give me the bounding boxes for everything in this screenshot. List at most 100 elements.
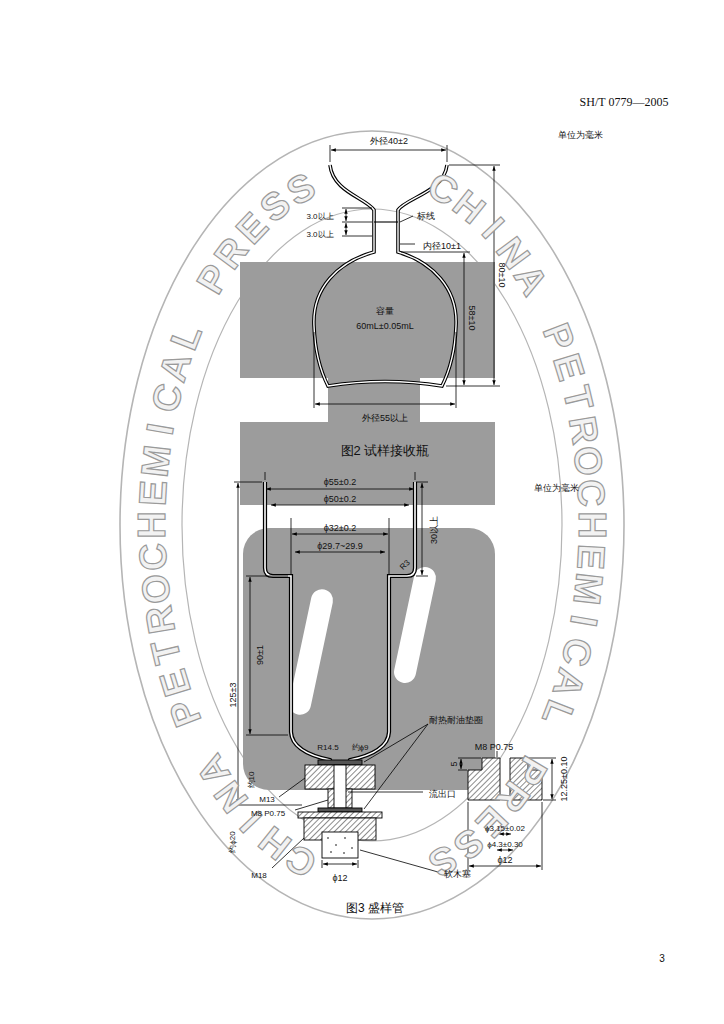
standard-number: SH/T 0779—2005 (580, 95, 669, 109)
label-holder: 60mL±0.05mL (356, 315, 413, 333)
label-holder: R3 (393, 553, 413, 573)
watermark-letter: H (133, 511, 171, 538)
watermark-letter: E (571, 544, 610, 571)
label-holder: 5 (443, 761, 461, 766)
label-holder: 图2 试样接收瓶 (341, 441, 430, 459)
dimension-text: 125±3 (228, 683, 238, 708)
dimension-text: M13 (259, 795, 275, 804)
dimension-text: 约ϕ20 (228, 831, 237, 852)
figure-caption: 图2 试样接收瓶 (341, 443, 430, 458)
watermark-letter: C (556, 634, 599, 669)
label-holder: ϕ55±0.2 (324, 471, 357, 489)
watermark-letter: E (153, 665, 197, 700)
watermark-letter: T (556, 383, 598, 414)
dimension-text: M18 (251, 871, 267, 880)
watermark-letter: P (163, 694, 208, 731)
watermark-letter: O (135, 572, 176, 606)
dimension-text: 约10 (247, 772, 256, 789)
watermark-letter (527, 295, 566, 321)
label-holder: 外径55以上 (362, 407, 408, 425)
label-holder: 约ϕ9 (352, 736, 369, 754)
page-number: 3 (659, 953, 665, 964)
part-name: 流出口 (429, 789, 456, 799)
watermark-letter: O (568, 444, 609, 478)
watermark-letter: C (133, 542, 172, 572)
dimension-text: M8 P0.75 (251, 809, 285, 818)
label-holder: ϕ12 (497, 849, 512, 867)
label-holder: 80±10 (495, 263, 513, 288)
dimension-text: R3 (398, 558, 412, 572)
label-holder: R14.5 (317, 736, 338, 754)
label-holder: 耐热耐油垫圈 (429, 709, 483, 727)
label-holder: 3.0以上 (306, 205, 333, 223)
watermark-letter: C (145, 380, 188, 415)
dimension-text: ϕ12 (332, 873, 347, 883)
label-holder: SH/T 0779—2005 (580, 92, 669, 110)
label-holder: ϕ3.15±0.02 (485, 817, 525, 835)
watermark-oval (182, 209, 562, 841)
label-holder: ϕ12 (332, 867, 347, 885)
watermark-oval (120, 131, 624, 919)
watermark-letter: I (564, 612, 603, 629)
dimension-text: R14.5 (317, 743, 338, 752)
dimension-text: 内径10±1 (423, 241, 461, 251)
dimension-text: 12.25±0.10 (559, 757, 569, 802)
watermark-letter: E (547, 350, 591, 385)
watermark-letter: I (475, 211, 510, 245)
label-holder: M13 (259, 788, 275, 806)
dimension-text: ϕ50±0.2 (324, 494, 357, 504)
dimension-text: 外径40±2 (370, 136, 408, 146)
watermark-letter: R (563, 413, 605, 447)
tube-outline (265, 482, 415, 764)
label-holder: M8 P0.75 (251, 802, 285, 820)
label-holder: 外径40±2 (370, 130, 408, 148)
watermark-letter: I (141, 421, 180, 438)
fitting (298, 760, 382, 858)
label-holder: ϕ29.7~29.9 (317, 535, 362, 553)
part-name: 标线 (417, 211, 435, 221)
watermark-letter: L (537, 696, 581, 731)
figure-caption: 图3 盛样管 (346, 901, 404, 915)
label-holder: 约ϕ20 (221, 831, 239, 852)
watermark-letter: M (135, 443, 176, 479)
label-holder: 标线 (417, 205, 435, 223)
label-holder: 软木塞 (444, 863, 471, 881)
watermark-letter: H (573, 511, 611, 538)
dimension-text: 约ϕ9 (352, 743, 369, 752)
label-holder: 90±1 (249, 645, 267, 665)
dimension-text: 90±1 (255, 645, 265, 665)
dimension-text: ϕ32±0.2 (324, 523, 357, 533)
label-holder: 约10 (240, 772, 258, 789)
dimension-text: ϕ4.3±0.30 (487, 840, 523, 849)
part-name: 耐热耐油垫圈 (429, 715, 483, 725)
label-holder: 3 (659, 948, 665, 966)
dimension-text: 80±10 (497, 263, 507, 288)
label-holder: 容量 (376, 300, 394, 318)
dimension-lines (234, 472, 438, 872)
label-holder: ϕ32±0.2 (324, 517, 357, 535)
dimension-text: ϕ12 (497, 855, 512, 865)
dimension-text: ϕ3.15±0.02 (485, 824, 525, 833)
dimension-text: 3.0以上 (306, 212, 333, 221)
dimension-text: 5 (449, 761, 459, 766)
watermark-letter: A (547, 664, 591, 701)
dimension-text: ϕ29.7~29.9 (317, 541, 362, 551)
watermark-letter (526, 730, 565, 756)
watermark-letter (179, 729, 218, 755)
dimension-text: 3.0以上 (306, 230, 333, 239)
label-holder: 3.0以上 (306, 223, 333, 241)
label-holder: 图3 盛样管 (346, 898, 404, 916)
label-holder: 125±3 (222, 683, 240, 708)
label-holder: 58±10 (465, 306, 483, 331)
watermark-logo (240, 262, 495, 790)
watermark-letter: M (568, 571, 609, 607)
label-holder: 内径10±1 (423, 235, 461, 253)
watermark-letter: T (145, 636, 187, 667)
dimension-text: 30以上 (429, 516, 439, 544)
label-holder: 单位为毫米 (558, 124, 603, 142)
